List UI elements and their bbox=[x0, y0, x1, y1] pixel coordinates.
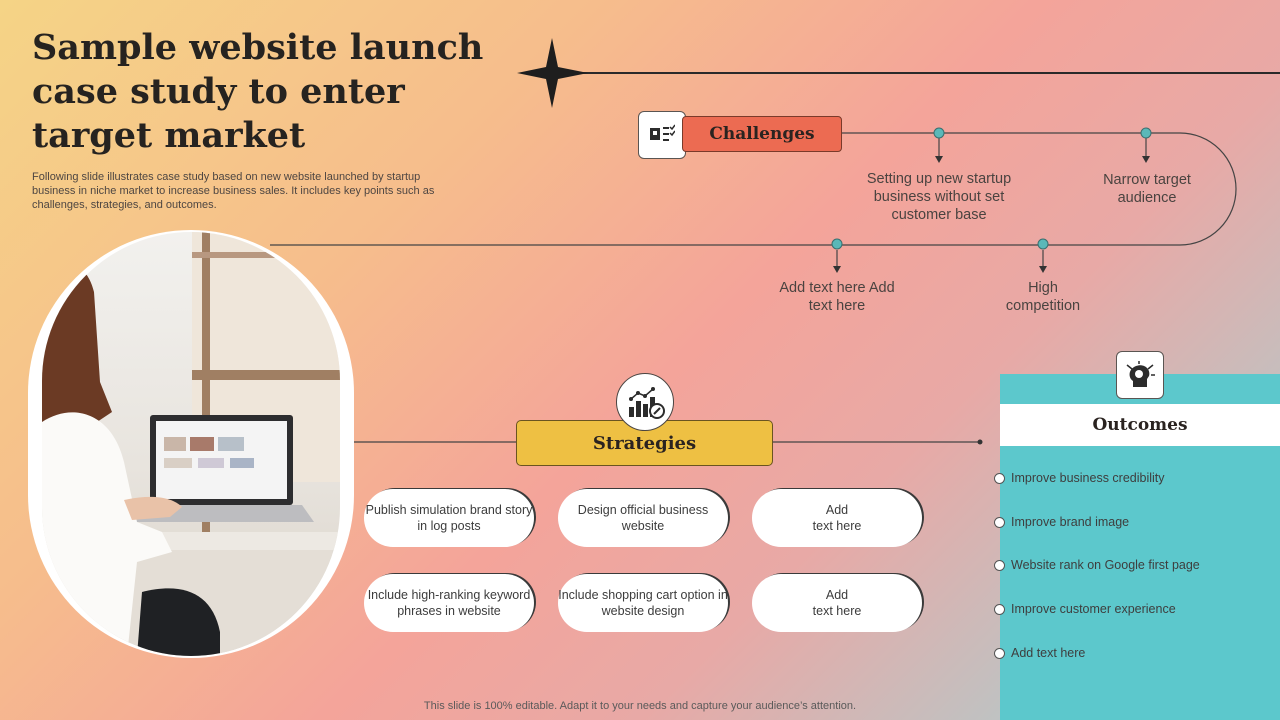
bullet-icon bbox=[994, 516, 1005, 528]
footer-note: This slide is 100% editable. Adapt it to… bbox=[423, 700, 857, 712]
strategy-item: Design official business website bbox=[558, 489, 728, 547]
challenge-note: High competition bbox=[1005, 280, 1081, 314]
bullet-icon bbox=[994, 647, 1005, 659]
outcome-item: Website rank on Google first page bbox=[994, 555, 1274, 575]
star-icon bbox=[517, 38, 588, 108]
outcome-item: Improve customer experience bbox=[994, 599, 1274, 619]
office-laptop-photo bbox=[42, 232, 340, 656]
bullet-icon bbox=[994, 559, 1005, 571]
challenges-label: Challenges bbox=[682, 116, 842, 152]
strategy-item: Include high-ranking keyword phrases in … bbox=[364, 574, 534, 632]
challenge-note: Add text here Add text here bbox=[779, 280, 895, 314]
checklist-icon bbox=[638, 111, 686, 159]
strategy-item: Include shopping cart option in website … bbox=[558, 574, 728, 632]
strategy-item: Publish simulation brand story in log po… bbox=[364, 489, 534, 547]
outcome-item: Improve brand image bbox=[994, 512, 1274, 532]
outcome-item: Improve business credibility bbox=[994, 468, 1274, 488]
bullet-icon bbox=[994, 603, 1005, 615]
outcome-item: Add text here bbox=[994, 643, 1274, 663]
growth-chart-icon bbox=[616, 373, 674, 431]
challenge-note: Setting up new startup business without … bbox=[866, 171, 1012, 223]
bullet-icon bbox=[994, 472, 1005, 484]
head-idea-icon bbox=[1116, 351, 1164, 399]
page-title: Sample website launch case study to ente… bbox=[32, 27, 484, 156]
page-subtitle: Following slide illustrates case study b… bbox=[32, 171, 435, 211]
outcomes-label: Outcomes bbox=[1000, 404, 1280, 446]
challenge-note: Narrow target audience bbox=[1103, 172, 1191, 206]
